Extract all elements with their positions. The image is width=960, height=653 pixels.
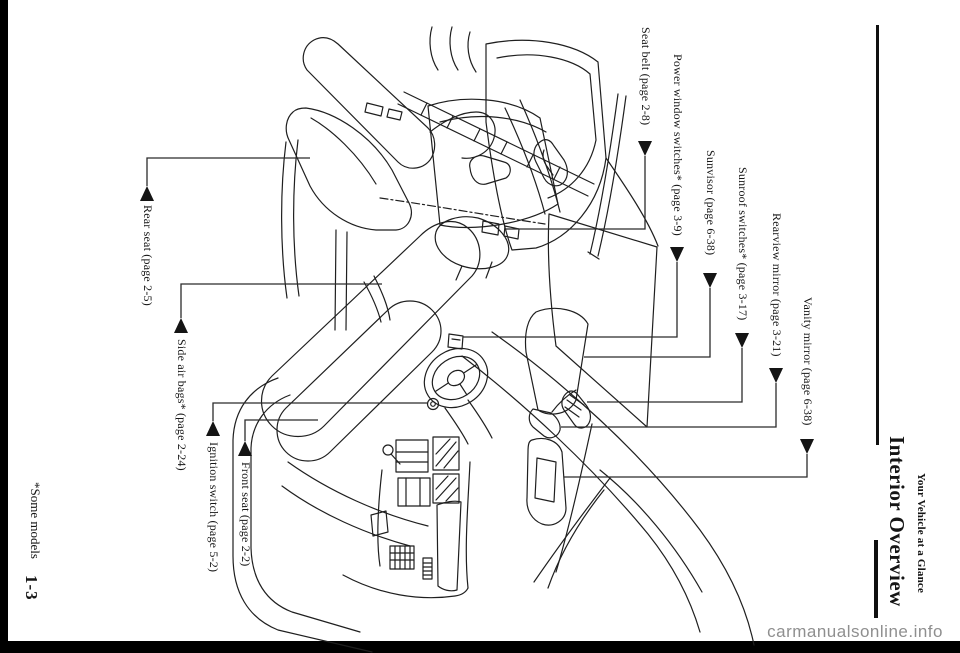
car-line-art — [232, 26, 755, 653]
footnote: *Some models — [28, 482, 43, 559]
label-sunvisor: Sunvisor (page 6-38) — [704, 150, 718, 256]
label-sunroof-switches: Sunroof switches* (page 3-17) — [736, 167, 750, 321]
arrow-rear-seat — [140, 186, 154, 201]
label-ignition-switch: Ignition switch (page 5-2) — [207, 442, 221, 573]
scan-edge-bottom — [0, 641, 960, 653]
arrow-ignition — [206, 421, 220, 436]
label-front-seat: Front seat (page 2-2) — [239, 462, 253, 567]
leader-rearview-mirror — [561, 368, 783, 428]
leader-front-seat — [238, 419, 318, 456]
arrow-side-air-bags — [174, 318, 188, 333]
label-power-window-switches: Power window switches* (page 3-9) — [671, 54, 685, 236]
scan-edge-left — [0, 0, 8, 641]
label-seat-belt: Seat belt (page 2-8) — [639, 27, 653, 126]
leader-ignition-switch — [206, 402, 427, 436]
leader-seat-belt — [505, 141, 652, 230]
label-rearview-mirror: Rearview mirror (page 3-21) — [770, 213, 784, 357]
leader-vanity-mirror — [564, 439, 814, 478]
leader-rear-seat — [140, 157, 310, 201]
leader-sunvisor — [584, 273, 717, 358]
page-number: 1-3 — [22, 575, 41, 601]
arrow-sunvisor — [703, 273, 717, 288]
arrow-sunroof — [735, 333, 749, 348]
label-vanity-mirror: Vanity mirror (page 6-38) — [801, 297, 815, 426]
section-eyebrow: Your Vehicle at a Glance — [915, 473, 927, 594]
arrow-seat-belt — [638, 141, 652, 156]
arrow-front-seat — [238, 441, 252, 456]
leader-power-window-switches — [463, 247, 684, 338]
header-title-underline — [874, 540, 878, 618]
arrow-power-window — [670, 247, 684, 262]
leader-sunroof-switches — [587, 333, 749, 403]
label-side-air-bags: Side air bags* (page 2-24) — [175, 339, 189, 471]
watermark: carmanualsonline.info — [767, 622, 943, 641]
label-rear-seat: Rear seat (page 2-5) — [141, 205, 155, 306]
header-rule — [876, 25, 879, 445]
page-title: Interior Overview — [885, 436, 909, 607]
leader-lines — [140, 141, 814, 478]
arrow-vanity — [800, 439, 814, 454]
arrow-rearview — [769, 368, 783, 383]
leader-side-air-bags — [174, 283, 382, 333]
